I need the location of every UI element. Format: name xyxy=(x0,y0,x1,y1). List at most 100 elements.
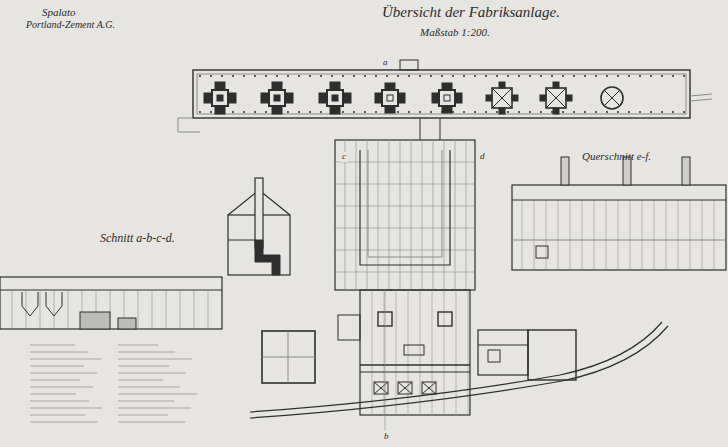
grid-line xyxy=(408,290,409,415)
wall-line xyxy=(288,331,289,383)
hopper-symbol xyxy=(374,382,388,394)
kiln-symbol xyxy=(432,93,462,103)
plan-label: Querschnitt e-f. xyxy=(582,150,651,162)
kiln-symbol xyxy=(566,95,572,101)
column-dot xyxy=(683,75,685,77)
column-dot xyxy=(661,111,663,113)
column-dot xyxy=(320,111,322,113)
grid-line xyxy=(345,140,346,290)
column-dot xyxy=(562,111,564,113)
column-dot xyxy=(353,75,355,77)
hopper-symbol xyxy=(398,382,412,394)
kiln-symbol xyxy=(601,87,623,109)
kiln-symbol xyxy=(332,95,338,101)
column-dot xyxy=(529,75,531,77)
column-dot xyxy=(485,75,487,77)
section-line xyxy=(594,200,595,270)
grid-line xyxy=(444,140,445,290)
column-dot xyxy=(397,75,399,77)
section-line xyxy=(138,290,139,329)
column-dot xyxy=(573,75,575,77)
kiln-symbol xyxy=(272,82,282,114)
kiln-symbol xyxy=(319,93,351,103)
column-dot xyxy=(397,111,399,113)
grid-line xyxy=(335,228,475,229)
grid-line xyxy=(335,206,475,207)
kiln-symbol xyxy=(553,108,559,114)
column-dot xyxy=(243,111,245,113)
hopper-symbol xyxy=(398,382,412,394)
kiln-symbol xyxy=(553,82,559,88)
section-line xyxy=(558,200,559,270)
machine-house xyxy=(400,60,418,70)
kiln-symbol xyxy=(387,95,393,101)
legend-scribble xyxy=(30,408,102,409)
plan-title: Übersicht der Fabriksanlage. xyxy=(382,4,560,21)
column-dot xyxy=(540,75,542,77)
axis-line xyxy=(385,290,386,430)
grid-line xyxy=(432,290,433,415)
passage-line xyxy=(420,118,421,140)
section-line xyxy=(534,200,535,270)
column-dot xyxy=(628,75,630,77)
column-dot xyxy=(650,111,652,113)
column-dot xyxy=(639,75,641,77)
column-dot xyxy=(672,111,674,113)
column-dot xyxy=(342,75,344,77)
legend-scribble xyxy=(118,387,180,388)
kiln-symbol xyxy=(204,93,236,103)
column-dot xyxy=(419,111,421,113)
track-line xyxy=(690,99,712,101)
column-dot xyxy=(287,75,289,77)
machine-symbol xyxy=(438,312,452,326)
shaft-line xyxy=(360,364,470,365)
kiln-symbol xyxy=(499,108,505,114)
section-line xyxy=(618,200,619,270)
legend-scribble xyxy=(118,373,186,374)
machine-symbol xyxy=(404,345,424,355)
legend-scribble xyxy=(30,345,75,346)
kiln-symbol xyxy=(546,88,566,108)
section-line xyxy=(0,290,222,291)
legend-scribble xyxy=(118,408,191,409)
legend-scribble xyxy=(118,352,175,353)
section-line xyxy=(12,290,13,329)
section-line xyxy=(654,200,655,270)
grid-line xyxy=(384,290,385,415)
hopper-symbol xyxy=(374,382,388,394)
section-line xyxy=(228,240,255,241)
plan-drawing xyxy=(0,60,726,430)
kiln-symbol xyxy=(540,95,546,101)
column-dot xyxy=(474,111,476,113)
column-dot xyxy=(441,75,443,77)
store-outline xyxy=(262,331,315,383)
column-dot xyxy=(331,75,333,77)
legend-scribble xyxy=(118,359,192,360)
column-dot xyxy=(408,75,410,77)
legend-scribble xyxy=(30,387,93,388)
section-line xyxy=(152,290,153,329)
column-dot xyxy=(309,75,311,77)
kiln-symbol xyxy=(546,88,566,108)
column-dot xyxy=(298,75,300,77)
section-line xyxy=(26,290,27,329)
legend-scribble xyxy=(118,422,185,423)
legend-scribble xyxy=(118,366,169,367)
column-dot xyxy=(617,75,619,77)
section-letter: c xyxy=(340,152,348,162)
column-dot xyxy=(265,75,267,77)
kiln-symbol xyxy=(215,82,225,114)
grid-line xyxy=(356,140,357,290)
flue-section xyxy=(255,240,280,275)
column-dot xyxy=(386,75,388,77)
section-outline xyxy=(0,277,222,329)
column-dot xyxy=(364,111,366,113)
kiln-symbol xyxy=(269,90,285,106)
section-line xyxy=(522,200,523,270)
section-line xyxy=(166,290,167,329)
kiln-symbol xyxy=(492,88,512,108)
grid-line xyxy=(456,290,457,415)
grid-line xyxy=(389,140,390,290)
column-dot xyxy=(606,75,608,77)
